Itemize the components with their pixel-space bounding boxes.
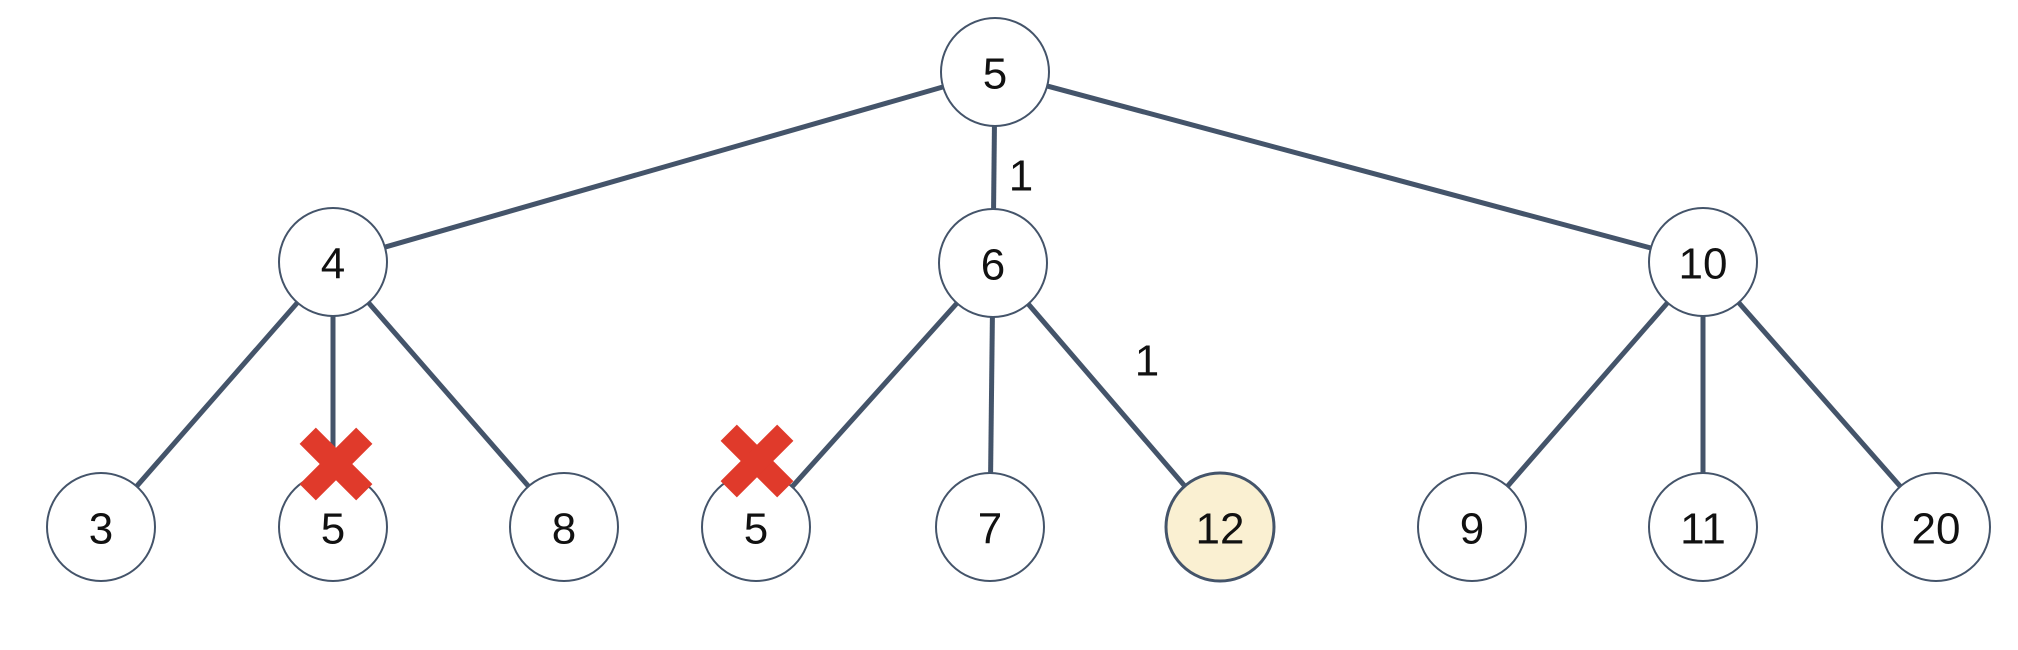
edge-6-5-pruned: [754, 261, 995, 529]
tree-node-label-10: 10: [1679, 240, 1728, 289]
cross-arm: [299, 427, 373, 501]
tree-node-label-5: 5: [983, 50, 1007, 99]
edge-4-8: [331, 260, 566, 529]
tree-node-label-3: 3: [89, 505, 113, 554]
edge-5-4: [332, 69, 996, 265]
tree-node-20: [1881, 472, 1991, 582]
tree-node-label-4: 4: [321, 240, 345, 289]
tree-node-label-12: 12: [1196, 505, 1245, 554]
cross-marks-layer: [299, 424, 794, 501]
edge-4-3: [99, 260, 335, 529]
tree-node-7: [935, 472, 1045, 582]
edge-10-9: [1470, 260, 1705, 529]
cross-6-5-icon: [720, 424, 794, 498]
tree-node-6: [938, 208, 1048, 318]
tree-node-12-highlighted: [1164, 471, 1276, 583]
tree-node-label-11: 11: [1680, 505, 1726, 554]
tree-node-label-5: 5: [321, 505, 345, 554]
edge-labels-layer: 11: [1009, 152, 1159, 386]
tree-node-label-7: 7: [978, 505, 1002, 554]
tree-node-label-20: 20: [1912, 505, 1961, 554]
edge-label-5-6: 1: [1009, 152, 1033, 201]
tree-node-label-8: 8: [552, 505, 576, 554]
tree-node-11: [1648, 472, 1758, 582]
cross-4-5-icon: [299, 427, 373, 501]
edge-label-6-12: 1: [1135, 337, 1159, 386]
tree-node-label-6: 6: [981, 241, 1005, 290]
tree-node-label-9: 9: [1460, 505, 1484, 554]
tree-node-10: [1648, 207, 1758, 317]
edge-10-20: [1701, 260, 1938, 529]
tree-node-3: [46, 472, 156, 582]
tree-node-8: [509, 472, 619, 582]
tree-node-9: [1417, 472, 1527, 582]
edge-5-10: [994, 69, 1704, 265]
tree-node-label-5: 5: [744, 505, 768, 554]
edge-6-12: [991, 261, 1222, 529]
tree-node-5: [940, 17, 1050, 127]
tree-node-4: [278, 207, 388, 317]
cross-arm: [720, 424, 794, 498]
